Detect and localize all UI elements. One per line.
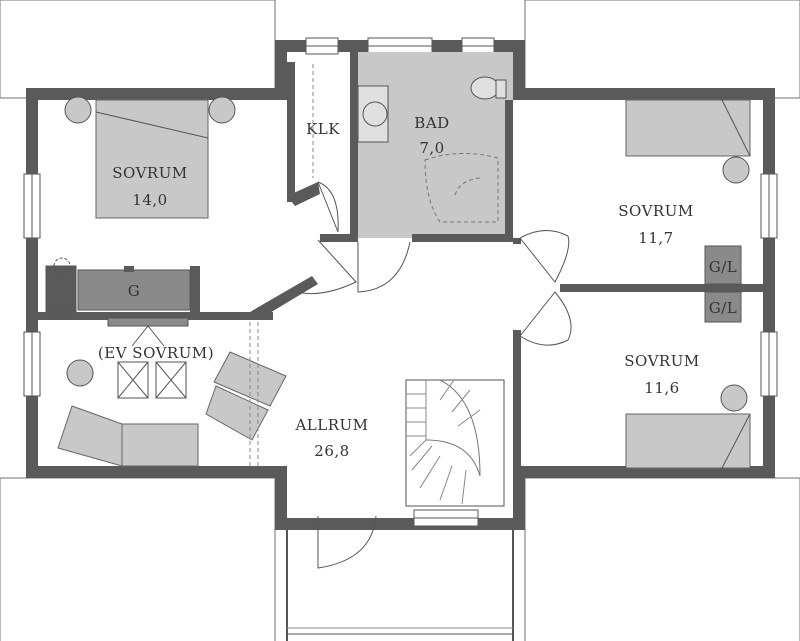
- room-area-bedroom-2: 11,7: [638, 229, 673, 247]
- room-name-bedroom-2: SOVRUM: [618, 202, 693, 220]
- right-bedroom-walls: [513, 238, 763, 466]
- room-name-bedroom-1: SOVRUM: [112, 164, 187, 182]
- bedroom-1-walls: [38, 257, 318, 327]
- bathroom: [320, 52, 513, 242]
- room-area-bedroom-1: 14,0: [132, 191, 167, 209]
- lounge-furniture: [57, 322, 287, 467]
- room-name-bedroom-3: SOVRUM: [624, 352, 699, 370]
- bed-bedroom-2: [625, 99, 751, 184]
- room-area-bedroom-3: 11,6: [644, 379, 679, 397]
- g-label: G: [128, 282, 140, 300]
- balcony: [286, 530, 514, 641]
- gl-bottom-label: G/L: [709, 299, 738, 317]
- room-name-bathroom: BAD: [414, 114, 449, 132]
- gl-top-label: G/L: [709, 258, 738, 276]
- doors: [289, 230, 572, 569]
- room-name-closet: KLK: [306, 120, 340, 138]
- windows: [23, 37, 778, 527]
- staircase: [405, 379, 505, 507]
- closet: [287, 62, 339, 233]
- room-area-family-room: 26,8: [314, 442, 349, 460]
- room-name-family-room: ALLRUM: [294, 416, 368, 434]
- bed-bedroom-1: [64, 96, 236, 219]
- ev-sovrum-label: (EV SOVRUM): [98, 344, 214, 362]
- bed-bedroom-3: [625, 384, 751, 469]
- room-area-bathroom: 7,0: [419, 139, 444, 157]
